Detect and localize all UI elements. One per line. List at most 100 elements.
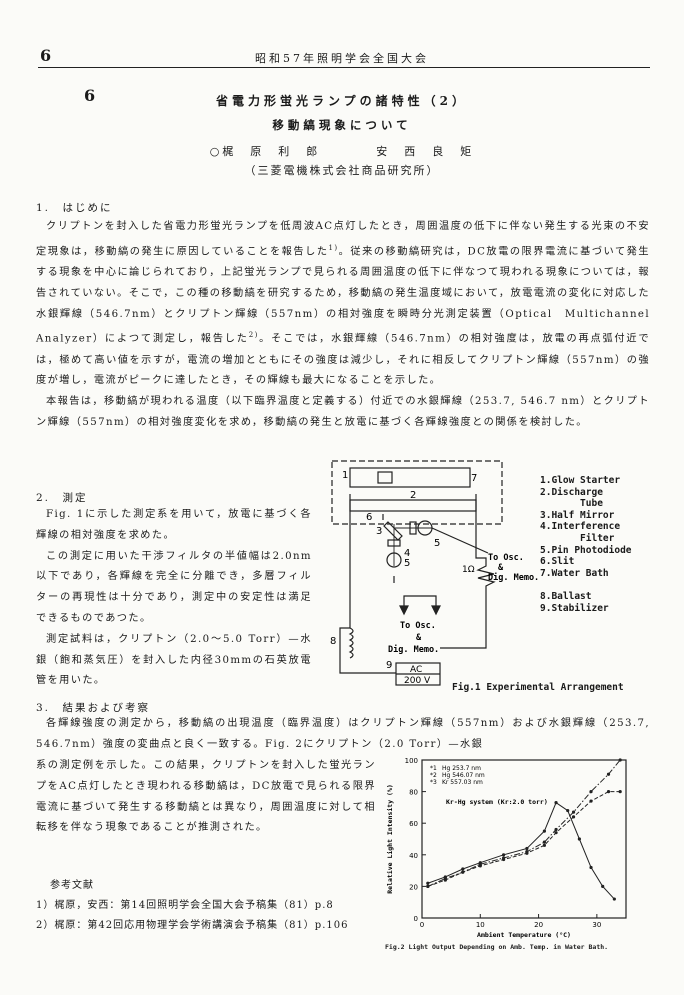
- to-osc-label-1: To Osc.: [488, 553, 524, 563]
- section-2-body: Fig. 1に示した測定系を用いて，放電に基づく各輝線の相対強度を求めた。 この…: [36, 505, 312, 692]
- series-point-1: [589, 865, 593, 870]
- paper-title: 省電力形蛍光ランプの諸特性（2）: [216, 94, 468, 108]
- series-point-3: [542, 843, 546, 847]
- label-2: 2: [410, 490, 416, 501]
- x-tick-label: 10: [476, 921, 485, 929]
- series-point-1: [525, 846, 529, 851]
- amp-label-2: &: [416, 633, 422, 643]
- series-point-1: [461, 867, 465, 871]
- legend-item: 9.Stabilizer: [540, 602, 609, 614]
- dig-memo-label-2: Dig. Memo.: [388, 644, 439, 655]
- series-point-3: [426, 884, 430, 888]
- chart-title: Kr-Hg system (Kr:2.0 torr): [446, 798, 548, 806]
- series-point-1: [566, 808, 570, 813]
- x-tick-label: 30: [592, 921, 601, 929]
- legend-label-3: Kr 557.03 nm: [442, 779, 483, 786]
- y-tick-label: 60: [409, 820, 418, 828]
- references-heading: 参考文献: [50, 880, 94, 891]
- y-tick-label: 100: [405, 757, 418, 765]
- ac-label: AC: [410, 665, 422, 675]
- water-bath-box: [331, 460, 503, 525]
- references: 参考文献 1）梶原，安西：第14回照明学会全国大会予稿集（81）p.8 2）梶原…: [36, 876, 348, 936]
- series-point-3: [554, 831, 558, 835]
- reference-2: 2）梶原：第42回応用物理学会学術講演会予稿集（81）p.106: [36, 920, 349, 931]
- paper-affiliation: （三菱電機株式会社商品研究所）: [244, 164, 440, 177]
- resistor-label: 1Ω: [462, 565, 475, 575]
- label-5b: 5: [404, 558, 410, 569]
- glow-starter-box: [349, 467, 471, 488]
- series-line-2: [427, 759, 621, 887]
- reference-1: 1）梶原，安西：第14回照明学会全国大会予稿集（81）p.8: [36, 900, 334, 911]
- label-3: 3: [376, 526, 382, 537]
- figure-1-caption: Fig.1 Experimental Arrangement: [452, 682, 624, 693]
- series-point-3: [461, 870, 465, 874]
- x-tick-label: 20: [534, 921, 543, 929]
- series-point-1: [542, 829, 546, 833]
- series-point-2: [554, 827, 558, 832]
- section-2-heading: 2. 測定: [36, 492, 88, 504]
- legend-item: 1.Glow Starter: [540, 475, 621, 486]
- dig-memo-label-1: Dig. Memo.: [488, 572, 538, 583]
- label-9: 9: [386, 660, 392, 671]
- series-point-3: [525, 851, 529, 855]
- y-tick-label: 80: [409, 789, 418, 797]
- series-point-1: [577, 837, 581, 841]
- series-point-1: [601, 884, 605, 888]
- legend-marker-3: *3: [430, 779, 437, 786]
- series-point-3: [478, 864, 482, 868]
- series-point-1: [502, 853, 506, 857]
- section-1-paragraph-2: 本報告は，移動縞が現われる温度（以下臨界温度と定義する）付近での水銀輝線（253…: [36, 396, 650, 428]
- half-mirror: [383, 521, 403, 541]
- section-1-heading: 1. はじめに: [36, 202, 113, 214]
- y-tick-label: 0: [414, 915, 418, 923]
- section-1-paragraph-1: クリプトンを封入した省電力形蛍光ランプを低周波AC点灯したとき，周囲温度の低下に…: [36, 221, 662, 387]
- label-5: 5: [434, 538, 440, 549]
- section-3-lead: 各輝線強度の測定から，移動縞の出現温度（臨界温度）はクリプトン輝線（557nm）…: [36, 714, 650, 756]
- section-3-body: 系の測定例を示した。この結果，クリプトンを封入した蛍光ランプをAC点灯したとき現…: [36, 756, 376, 839]
- legend-marker-2: *2: [430, 772, 437, 779]
- x-axis-label: Ambient Temperature (°C): [477, 931, 571, 939]
- legend-item: Filter: [540, 532, 615, 544]
- y-axis-label: Relative Light Intensity (%): [386, 784, 394, 894]
- section-2-paragraph-2: この測定に用いた干渉フィルタの半値幅は2.0nm以下であり，各輝線を完全に分離で…: [36, 550, 312, 624]
- series-point-1: [612, 897, 616, 901]
- section-3-paragraph-1b: 系の測定例を示した。この結果，クリプトンを封入した蛍光ランプをAC点灯したとき現…: [36, 760, 376, 834]
- section-3-heading: 3. 結果および考察: [36, 702, 151, 714]
- series-point-2: [542, 840, 546, 844]
- y-tick-label: 20: [409, 883, 418, 891]
- series-line-3: [427, 791, 621, 887]
- series-point-2: [589, 790, 593, 794]
- page-number: 6: [40, 46, 52, 65]
- legend-item: 3.Half Mirror: [540, 509, 615, 521]
- label-6: 6: [366, 512, 372, 523]
- series-point-3: [606, 790, 611, 794]
- series-point-3: [618, 790, 622, 794]
- legend-label-2: Hg 546.07 nm: [442, 772, 485, 779]
- legend-label-1: Hg 253.7 nm: [442, 765, 481, 772]
- x-tick-label: 0: [420, 921, 424, 929]
- legend-item: 4.Interference: [540, 521, 621, 533]
- legend-item: 2.Discharge: [540, 486, 603, 498]
- glow-starter-bulb: [377, 471, 393, 484]
- series-point-2: [606, 772, 611, 776]
- label-4: 4: [404, 548, 410, 559]
- legend-item: 7.Water Bath: [540, 567, 609, 579]
- series-point-3: [589, 799, 593, 803]
- y-tick-label: 40: [409, 852, 418, 860]
- legend-item: 6.Slit: [540, 556, 575, 568]
- paper-number: 6: [84, 86, 96, 105]
- header-rule: [38, 67, 650, 68]
- plot-frame: [421, 759, 627, 919]
- paper-subtitle: 移動縞現象について: [272, 118, 412, 132]
- series-point-2: [571, 810, 576, 814]
- series-point-3: [571, 815, 576, 819]
- legend-item: 5.Pin Photodiode: [540, 544, 632, 556]
- label-1: 1: [342, 470, 348, 481]
- series-point-3: [502, 857, 506, 862]
- to-osc-label-2: To Osc.: [400, 621, 436, 631]
- section-3-paragraph-1a: 各輝線強度の測定から，移動縞の出現温度（臨界温度）はクリプトン輝線（557nm）…: [36, 718, 650, 750]
- section-1-body: クリプトンを封入した省電力形蛍光ランプを低周波AC点灯したとき，周囲温度の低下に…: [36, 217, 662, 434]
- volt-label: 200 V: [404, 676, 431, 686]
